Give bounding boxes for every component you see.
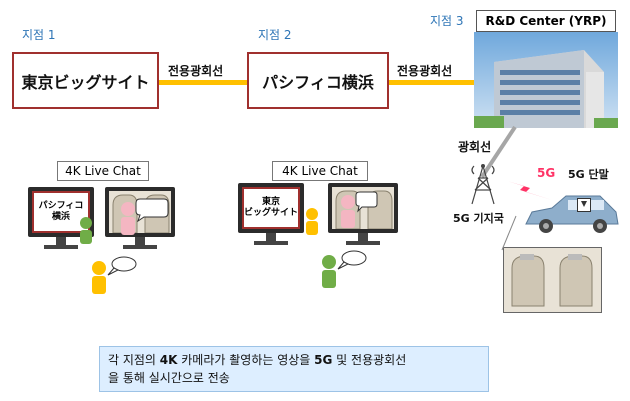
fiber-label: 광회선 [458,140,492,154]
caption-text-1: 각 지점의 [108,353,160,367]
5g-signal-icon [504,180,552,200]
caption-line-1: 각 지점의 4K 카메라가 촬영하는 영상을 5G 및 전용광회선 [108,351,480,369]
terminal-arrow-icon [581,201,587,207]
rd-center-label: R&D Center (YRP) [476,10,616,32]
site-1-label: 지점 1 [22,28,56,42]
monitor-2-left-base [254,241,288,245]
rd-center-building-photo [474,32,618,128]
screen-2-text-b: ビッグサイト [244,208,299,218]
link-2-label: 전용광회선 [397,64,453,78]
site-3-label: 지점 3 [430,14,464,28]
monitor-1-left: パシフィコ 横浜 [28,187,94,237]
car-interior-photo [503,247,602,313]
screen-1-text-a: パシフィコ [38,201,84,211]
caption-text-2: 카메라가 촬영하는 영상을 [177,353,315,367]
caption-bold-5g: 5G [314,353,333,367]
site-1-name: 東京ビッグサイト [21,72,150,92]
site-2-box: パシフィコ横浜 [247,52,389,109]
link-1-label: 전용광회선 [168,64,224,78]
base-station-tower-icon [471,164,495,205]
caption-box: 각 지점의 4K 카메라가 촬영하는 영상을 5G 및 전용광회선 을 통해 실… [99,346,489,392]
inset-connector [501,215,517,251]
site-2-name: パシフィコ横浜 [262,72,374,92]
site-1-box: 東京ビッグサイト [12,52,159,109]
5g-signal-label: 5G [537,166,556,180]
people-group-1 [80,198,169,244]
terminal-label: 5G 단말 [568,168,609,181]
caption-line-2: 을 통해 실시간으로 전송 [108,371,230,385]
chat-label-2: 4K Live Chat [272,161,368,181]
monitor-1-right-stand [135,237,145,245]
fiber-line [480,125,517,179]
person-2-icon [322,250,367,288]
link-1-line [159,80,247,85]
monitor-2-left: 東京 ビッグサイト [238,183,304,233]
monitor-2-left-stand [266,233,276,241]
person-1-icon [92,256,137,294]
screen-2-text-a: 東京 [261,197,280,207]
people-group-2 [306,191,378,235]
monitor-1-left-stand [56,237,66,245]
monitor-1-left-screen: パシフィコ 横浜 [32,191,90,233]
caption-bold-4k: 4K [159,353,178,367]
screen-1-text-b: 横浜 [51,212,70,222]
monitor-2-right-base [346,241,380,245]
site-2-label: 지점 2 [258,28,292,42]
monitor-2-right-stand [358,233,368,241]
chat-label-1: 4K Live Chat [57,161,149,181]
base-station-label: 5G 기지국 [453,212,504,225]
monitor-1-right-base [123,245,157,249]
caption-text-3: 및 전용광회선 [332,353,407,367]
link-2-line [389,80,474,85]
monitor-1-left-base [44,245,78,249]
car-icon [525,195,619,233]
monitor-2-left-screen: 東京 ビッグサイト [242,187,300,229]
